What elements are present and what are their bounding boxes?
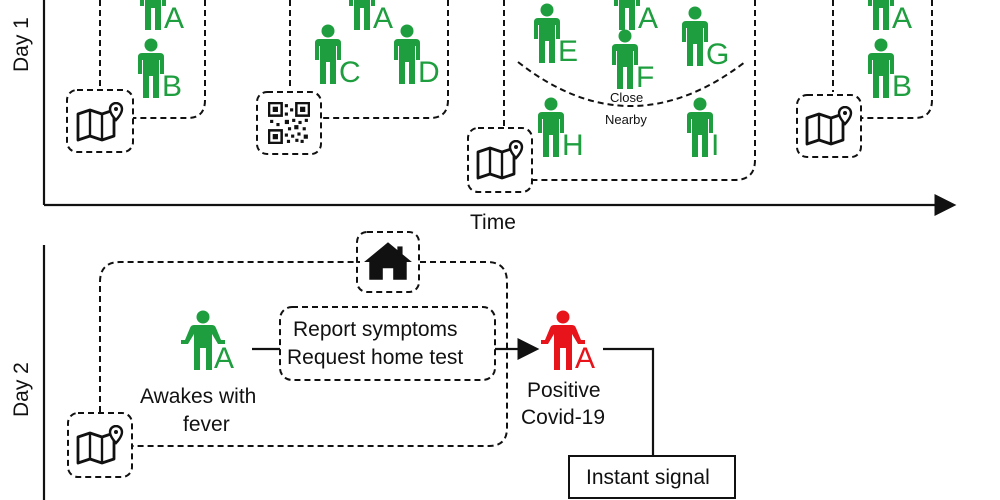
positive-label-line2: Covid-19 [521, 406, 605, 429]
day1-person-a: A [349, 0, 393, 35]
person-letter: F [636, 61, 654, 94]
qr-code-scan-box [256, 91, 322, 155]
day1-person-a: A [614, 0, 658, 35]
person-letter: A [892, 2, 912, 35]
person-icon [682, 6, 708, 66]
day1-person-b: B [868, 38, 912, 103]
home-location-boundary-right [133, 261, 508, 447]
person-icon [394, 24, 420, 84]
day1-person-d: D [394, 24, 440, 89]
person-icon [140, 0, 166, 30]
close-proximity-label: Close [610, 90, 643, 105]
person-a-letter: A [214, 342, 234, 375]
person-letter: A [638, 2, 658, 35]
day1-person-a: A [140, 0, 184, 35]
map-pin-icon [76, 425, 124, 465]
person-a-positive: A [541, 310, 595, 375]
day1-axis-label: Day 1 [10, 17, 33, 72]
positive-label-line1: Positive [527, 379, 601, 402]
person-letter: B [162, 70, 182, 103]
person-icon [138, 38, 164, 98]
day1-person-c: C [315, 24, 361, 89]
person-letter: H [562, 129, 584, 162]
instant-signal-box [568, 455, 736, 499]
person-letter: G [706, 38, 729, 71]
day1-person-h: H [538, 97, 584, 162]
person-icon [315, 24, 341, 84]
time-axis-label: Time [470, 211, 516, 234]
house-icon [364, 242, 412, 280]
day1-person-e: E [534, 3, 578, 68]
day1-person-b: B [138, 38, 182, 103]
report-symptoms-label: Report symptoms [293, 318, 458, 341]
location-pin-map-box-4 [796, 94, 862, 158]
person-icon [687, 97, 713, 157]
positive-person-letter: A [575, 342, 595, 375]
person-letter: E [558, 35, 578, 68]
person-icon [868, 0, 894, 30]
person-letter: I [711, 129, 719, 162]
person-icon [614, 0, 640, 30]
person-letter: A [373, 2, 393, 35]
person-icon [349, 0, 375, 30]
action-box [279, 306, 496, 381]
day1-location-boundary-4b [862, 0, 933, 119]
person-icon [612, 29, 638, 89]
map-pin-icon [805, 106, 853, 146]
day2-axis-label: Day 2 [10, 362, 33, 417]
day1-location-boundary-2b [322, 0, 449, 119]
location-pin-map-box-day2 [67, 412, 133, 478]
map-pin-icon [476, 140, 524, 180]
map-pin-icon [76, 102, 124, 142]
person-letter: A [164, 2, 184, 35]
awakes-label-line2: fever [183, 413, 230, 436]
close-proximity-arc [517, 61, 746, 107]
home-box [356, 231, 420, 293]
person-icon [538, 97, 564, 157]
person-a-fever: A [181, 310, 234, 375]
person-letter: D [418, 56, 440, 89]
location-pin-map-box-1 [66, 89, 134, 153]
day1-person-f: F [612, 29, 654, 94]
day1-person-i: I [687, 97, 719, 162]
location-pin-map-box-3 [467, 127, 533, 193]
instant-signal-label: Instant signal [586, 466, 710, 489]
day1-person-a: A [868, 0, 912, 35]
qr-code-icon [268, 102, 310, 144]
day1-location-boundary-3b [533, 0, 756, 181]
person-letter: B [892, 70, 912, 103]
day1-person-g: G [682, 6, 729, 71]
home-location-boundary [99, 261, 360, 412]
nearby-proximity-label: Nearby [605, 112, 647, 127]
person-icon [534, 3, 560, 63]
positive-to-signal-connector [603, 347, 655, 456]
awakes-label-line1: Awakes with [140, 385, 256, 408]
day1-location-boundary-1b [133, 0, 206, 119]
person-letter: C [339, 56, 361, 89]
person-icon [868, 38, 894, 98]
request-home-test-label: Request home test [287, 346, 463, 369]
